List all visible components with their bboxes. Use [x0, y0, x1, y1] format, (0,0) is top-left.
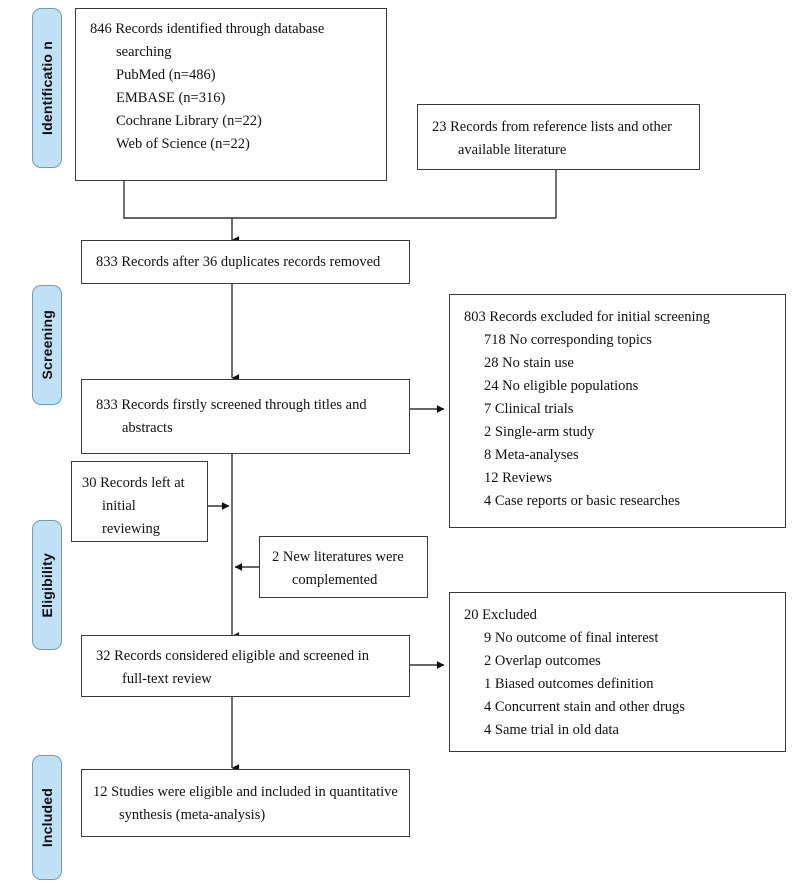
- box-excluded-initial: 803 Records excluded for initial screeni…: [449, 294, 786, 528]
- box-line: searching: [116, 44, 172, 60]
- box-line: reviewing: [102, 521, 160, 537]
- box-line: 846 Records identified through database: [90, 21, 325, 37]
- box-included-final: 12 Studies were eligible and included in…: [81, 769, 410, 837]
- stage-pill-eligibility: Eligibility: [32, 520, 62, 650]
- box-line: 23 Records from reference lists and othe…: [432, 119, 672, 135]
- box-records-identified: 846 Records identified through database …: [75, 8, 387, 181]
- box-line: Cochrane Library (n=22): [116, 113, 262, 129]
- box-line: complemented: [292, 572, 378, 588]
- box-line: 8 Meta-analyses: [484, 447, 579, 463]
- box-line: 4 Case reports or basic researches: [484, 493, 681, 509]
- box-line: EMBASE (n=316): [116, 90, 226, 106]
- box-line: 7 Clinical trials: [484, 401, 574, 417]
- box-line: Web of Science (n=22): [116, 136, 250, 152]
- box-screened-titles: 833 Records firstly screened through tit…: [81, 379, 410, 454]
- box-line: 833 Records after 36 duplicates records …: [96, 254, 381, 270]
- box-line: 9 No outcome of final interest: [484, 630, 659, 646]
- box-line: synthesis (meta-analysis): [119, 807, 266, 823]
- box-records-left: 30 Records left at initial reviewing: [71, 461, 208, 542]
- box-other-sources: 23 Records from reference lists and othe…: [417, 104, 700, 170]
- box-line: 803 Records excluded for initial screeni…: [464, 309, 711, 325]
- box-line: available literature: [458, 142, 567, 158]
- stage-label-included: Included: [38, 787, 55, 848]
- box-line: 30 Records left at: [82, 475, 185, 491]
- stage-label-identification: Identificatio n: [38, 41, 55, 135]
- stage-pill-included: Included: [32, 755, 62, 880]
- box-line: 2 Single-arm study: [484, 424, 595, 440]
- stage-pill-screening: Screening: [32, 285, 62, 405]
- stage-pill-identification: Identificatio n: [32, 8, 62, 168]
- box-new-literatures: 2 New literatures were complemented: [259, 536, 428, 598]
- box-line: 32 Records considered eligible and scree…: [96, 648, 369, 664]
- box-excluded-fulltext: 20 Excluded 9 No outcome of final intere…: [449, 592, 786, 752]
- box-line: 12 Studies were eligible and included in…: [93, 784, 398, 800]
- stage-label-screening: Screening: [38, 310, 55, 380]
- box-duplicates-removed: 833 Records after 36 duplicates records …: [81, 240, 410, 284]
- box-line: PubMed (n=486): [116, 67, 216, 83]
- box-line: 24 No eligible populations: [484, 378, 639, 394]
- box-line: full-text review: [122, 671, 212, 687]
- box-line: 1 Biased outcomes definition: [484, 676, 654, 692]
- box-line: 718 No corresponding topics: [484, 332, 652, 348]
- box-line: 4 Concurrent stain and other drugs: [484, 699, 685, 715]
- box-line: 28 No stain use: [484, 355, 574, 371]
- box-line: 2 Overlap outcomes: [484, 653, 601, 669]
- box-eligible-fulltext: 32 Records considered eligible and scree…: [81, 635, 410, 697]
- box-line: 2 New literatures were: [272, 549, 404, 565]
- box-line: 833 Records firstly screened through tit…: [96, 397, 367, 413]
- box-line: 4 Same trial in old data: [484, 722, 619, 738]
- box-line: initial: [102, 498, 136, 514]
- box-line: 20 Excluded: [464, 607, 537, 623]
- box-line: abstracts: [122, 420, 173, 436]
- box-line: 12 Reviews: [484, 470, 553, 486]
- stage-label-eligibility: Eligibility: [38, 552, 55, 618]
